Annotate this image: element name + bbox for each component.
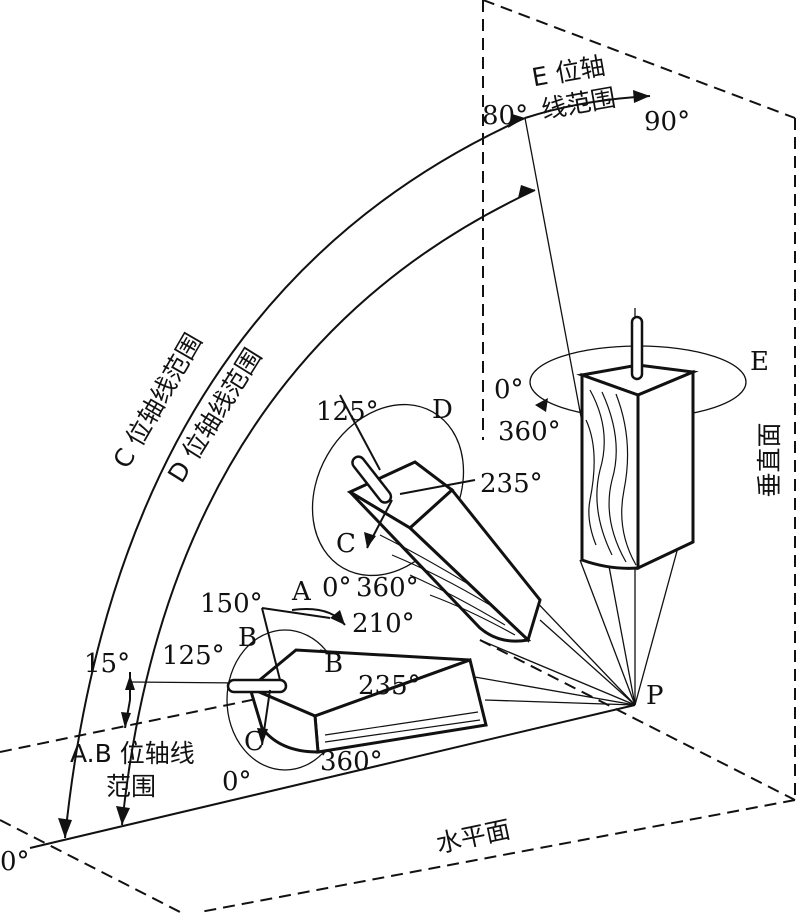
letter-e: E [750, 347, 769, 377]
specimen-ab [226, 607, 488, 771]
angle-e-90: 90° [644, 107, 690, 137]
angle-zero-origin: 0° [0, 847, 30, 877]
angle-e-80: 80° [482, 101, 528, 131]
angle-c-0: 0° [222, 767, 252, 797]
specimen-d [311, 394, 542, 643]
angle-a-0: 0° [322, 573, 352, 603]
angle-c-360: 360° [320, 747, 383, 777]
letter-d: D [432, 395, 453, 425]
horizontal-plane-label: 水平面 [434, 815, 513, 859]
letter-c-upper: C [336, 529, 356, 559]
letter-p: P [646, 681, 664, 711]
angle-a-150: 150° [200, 589, 263, 619]
letter-a: A [291, 577, 312, 607]
ab-range-label-1: A.B 位轴线 [70, 739, 195, 768]
letter-b-right: B [324, 649, 343, 679]
letter-c-lower: C [244, 727, 264, 757]
angle-d-235: 235° [480, 469, 543, 499]
ab-range-label-2: 范围 [106, 772, 156, 801]
angle-a-210: 210° [352, 609, 415, 639]
angle-ab-15: 15° [84, 649, 130, 679]
horizontal-plane [0, 639, 796, 913]
angle-b-125: 125° [162, 641, 225, 671]
range-arcs [29, 90, 651, 849]
angle-a-360: 360° [356, 573, 419, 603]
vertical-plane-label: 垂直面 [755, 422, 784, 497]
specimen-e [529, 315, 747, 571]
angle-e-360: 360° [498, 417, 561, 447]
angle-b-235: 235° [358, 671, 421, 701]
angle-e-0: 0° [494, 375, 524, 405]
angle-d-125: 125° [316, 397, 379, 427]
vertical-plane [482, 0, 796, 800]
letter-b-left: B [238, 623, 257, 653]
